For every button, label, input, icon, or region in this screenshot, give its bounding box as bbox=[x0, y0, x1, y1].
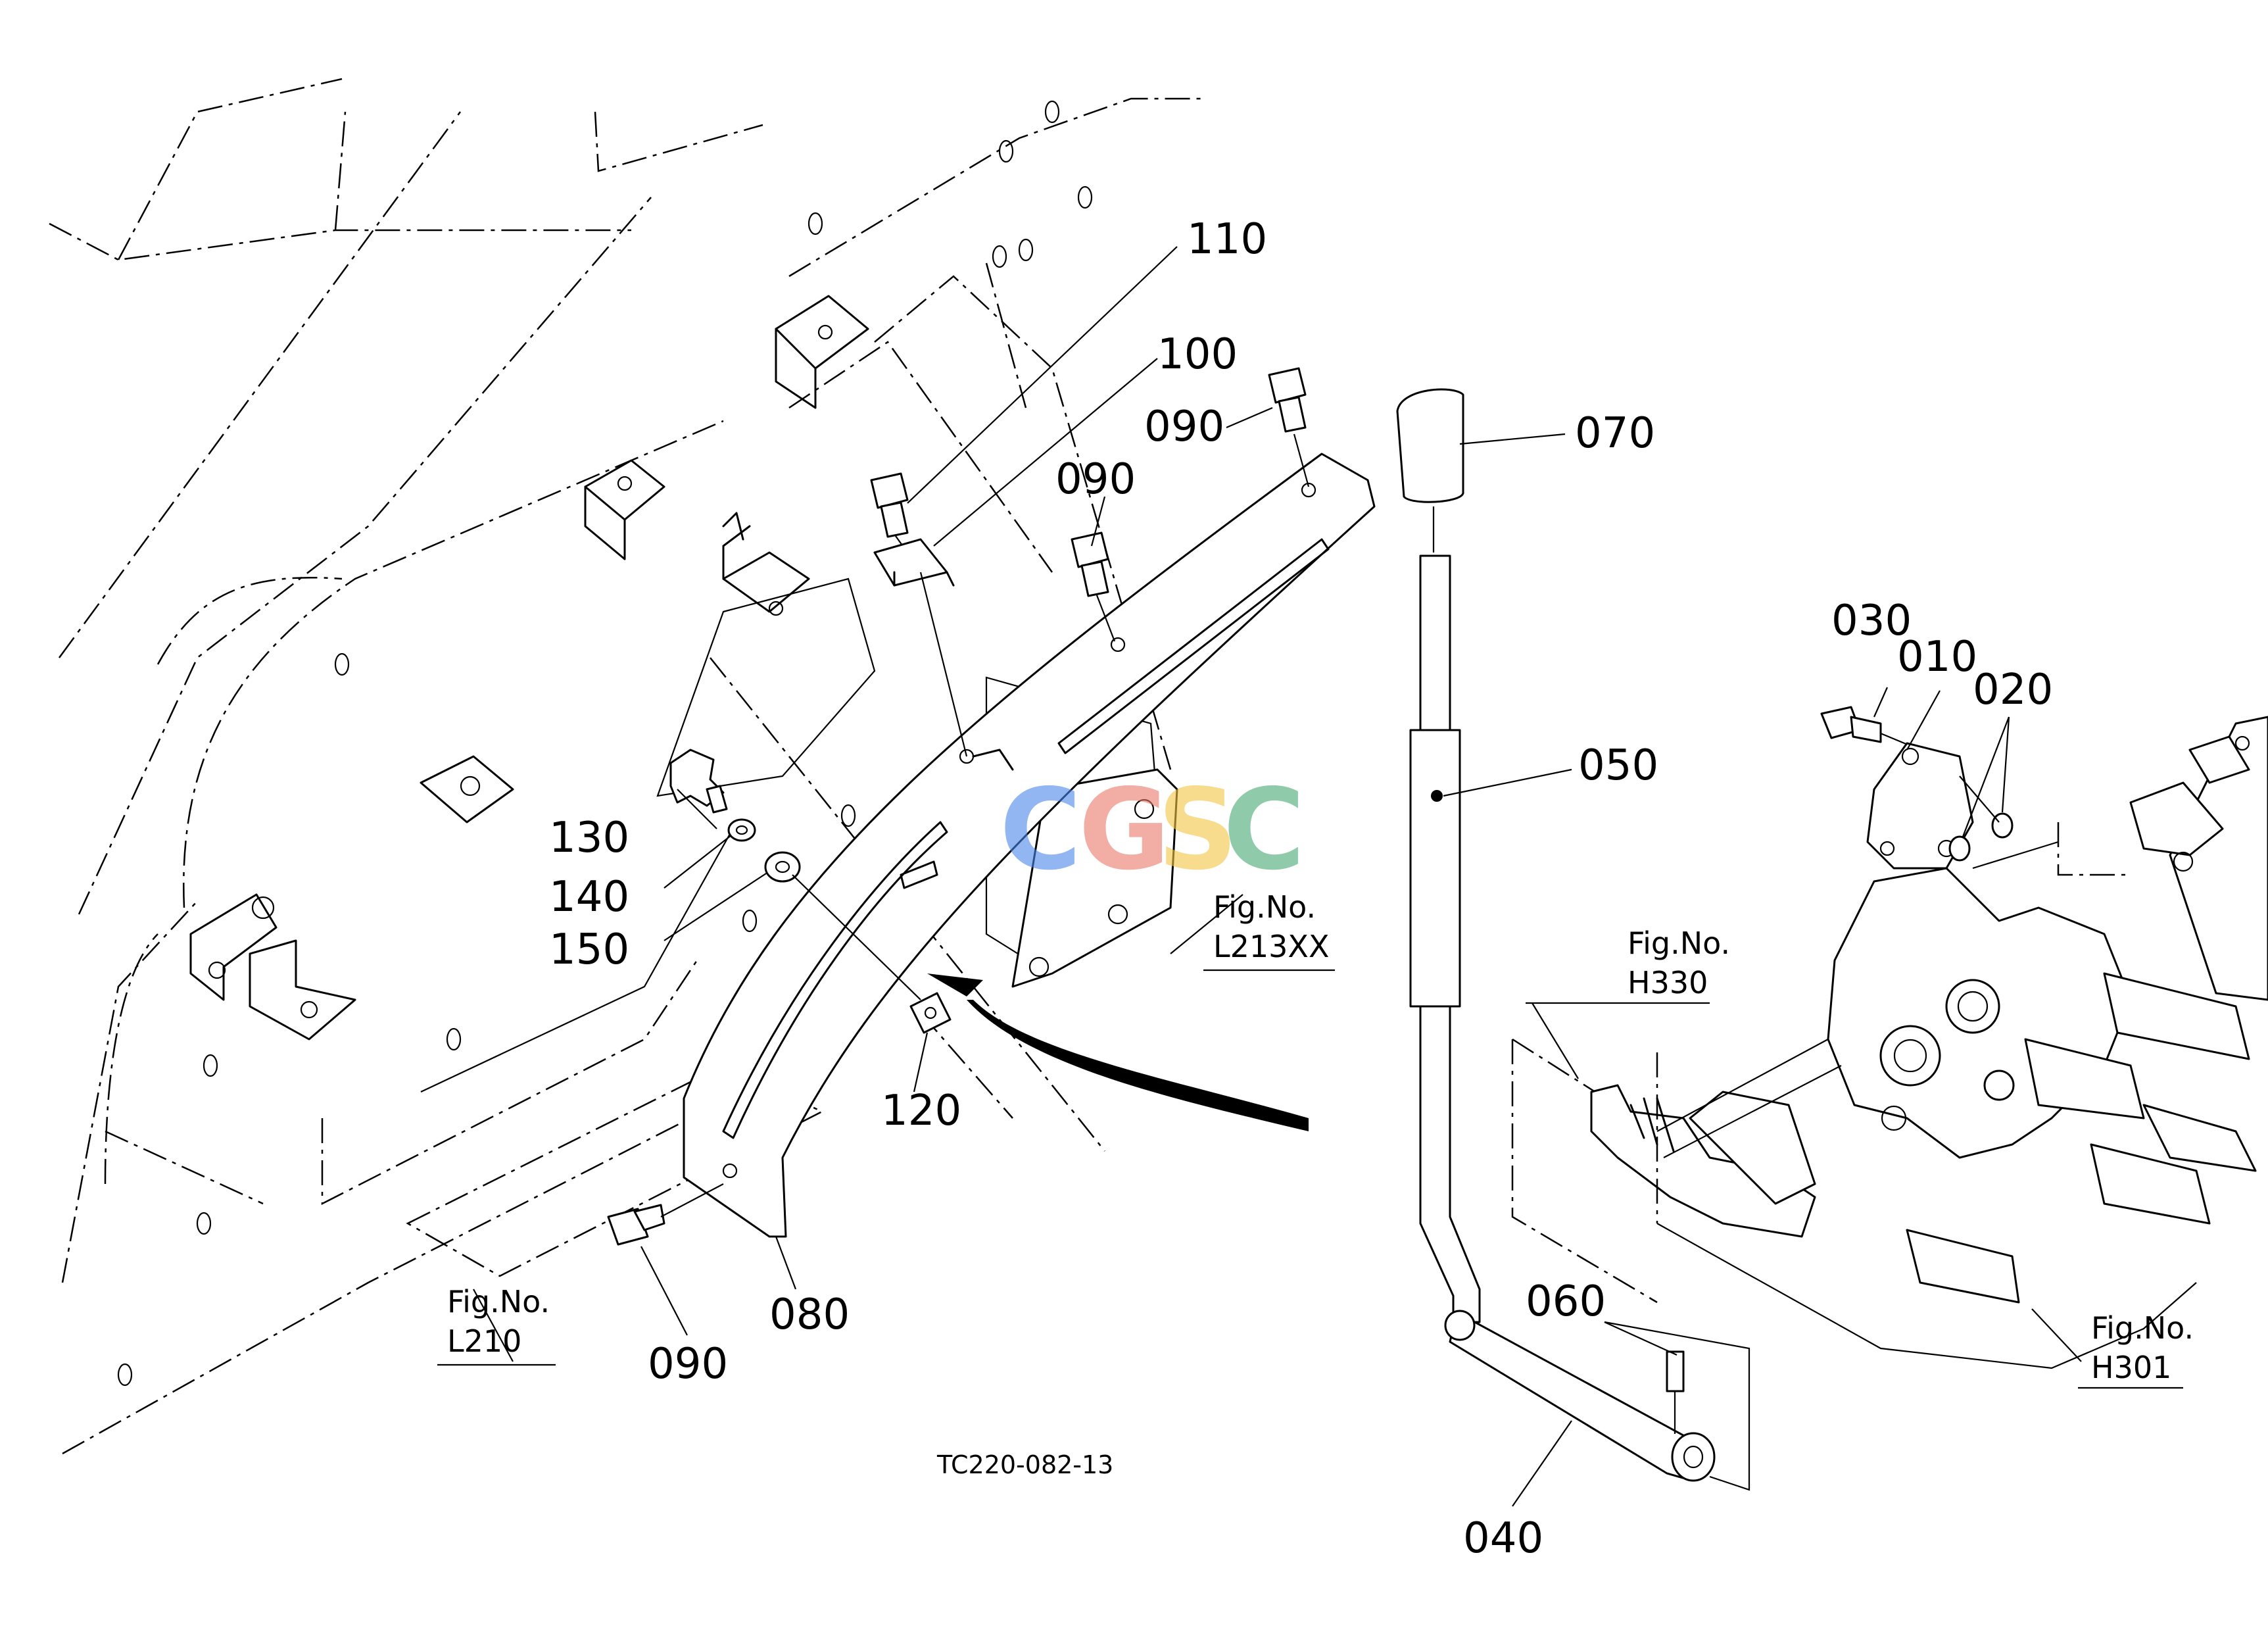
part-label-070: 070 bbox=[1575, 409, 1655, 458]
figure-ref-l213xx: Fig.No. L213XX bbox=[1203, 889, 1335, 971]
watermark-letter: S bbox=[1157, 765, 1238, 895]
part-label-120: 120 bbox=[881, 1087, 961, 1135]
pin-frame bbox=[1604, 1321, 1750, 1491]
lever-rod-050 bbox=[1409, 554, 1481, 1323]
o-rings-020 bbox=[1948, 775, 2014, 862]
part-label-140: 140 bbox=[549, 873, 629, 922]
shaft-040 bbox=[1444, 1310, 1716, 1482]
part-label-110: 110 bbox=[1187, 215, 1267, 264]
cover-plate-010 bbox=[1866, 742, 1974, 870]
assembly-arrow bbox=[927, 973, 1309, 1131]
part-label-080: 080 bbox=[769, 1291, 850, 1339]
panel-holes bbox=[117, 100, 1093, 1387]
clip-100 bbox=[873, 538, 968, 757]
watermark-letter: G bbox=[1078, 765, 1170, 895]
bolt-030 bbox=[1820, 706, 1921, 751]
figure-ref-caption: Fig.No. bbox=[2091, 1310, 2194, 1346]
mounting-brackets bbox=[189, 295, 869, 1041]
figure-ref-code: H330 bbox=[1628, 965, 1708, 1000]
figure-ref-code: H301 bbox=[2091, 1350, 2171, 1385]
pin-060 bbox=[1666, 1350, 1685, 1434]
figure-ref-h330: Fig.No. H330 bbox=[1526, 925, 1730, 1004]
part-label-090-middle: 090 bbox=[1055, 455, 1136, 504]
figure-ref-caption: Fig.No. bbox=[1213, 889, 1316, 925]
figure-ref-caption: Fig.No. bbox=[1628, 925, 1730, 961]
part-label-050: 050 bbox=[1578, 741, 1658, 790]
part-label-060: 060 bbox=[1526, 1277, 1606, 1326]
knob-130 bbox=[669, 749, 728, 814]
part-label-090-bottom: 090 bbox=[648, 1340, 728, 1389]
figure-ref-h301: Fig.No. H301 bbox=[2078, 1310, 2194, 1389]
part-label-040: 040 bbox=[1463, 1514, 1543, 1563]
figure-ref-l210: Fig.No. L210 bbox=[437, 1284, 556, 1366]
bolt-090-bottom bbox=[607, 1183, 724, 1246]
leader-lines bbox=[473, 246, 2082, 1507]
part-label-150: 150 bbox=[549, 925, 629, 974]
figure-ref-code: L210 bbox=[447, 1323, 521, 1359]
watermark: C G S C bbox=[1000, 765, 1305, 895]
lever-grip-070 bbox=[1396, 388, 1464, 553]
bolt-110 bbox=[870, 472, 909, 553]
part-label-020: 020 bbox=[1973, 666, 2053, 714]
washer-140 bbox=[727, 818, 756, 842]
figure-ref-code: L213XX bbox=[1213, 929, 1329, 964]
nut-120 bbox=[909, 992, 952, 1034]
watermark-letter: C bbox=[1000, 765, 1082, 895]
hydraulic-valve-assembly bbox=[1511, 716, 2268, 1369]
guide-plate-080 bbox=[683, 453, 1376, 1238]
part-label-090-top: 090 bbox=[1144, 403, 1224, 451]
bolt-090-middle bbox=[1071, 531, 1116, 642]
part-labels: 110 100 090 090 070 050 030 010 020 130 … bbox=[549, 215, 2053, 1563]
watermark-letter: C bbox=[1223, 765, 1305, 895]
bolt-090-top bbox=[1268, 367, 1310, 487]
part-label-030: 030 bbox=[1831, 597, 1912, 645]
figure-ref-caption: Fig.No. bbox=[447, 1284, 550, 1319]
washer-150 bbox=[764, 851, 921, 1000]
drawing-code: TC220-082-13 bbox=[936, 1450, 1113, 1479]
part-label-100: 100 bbox=[1157, 330, 1238, 379]
part-label-130: 130 bbox=[549, 814, 629, 862]
part-label-010: 010 bbox=[1897, 633, 1977, 681]
